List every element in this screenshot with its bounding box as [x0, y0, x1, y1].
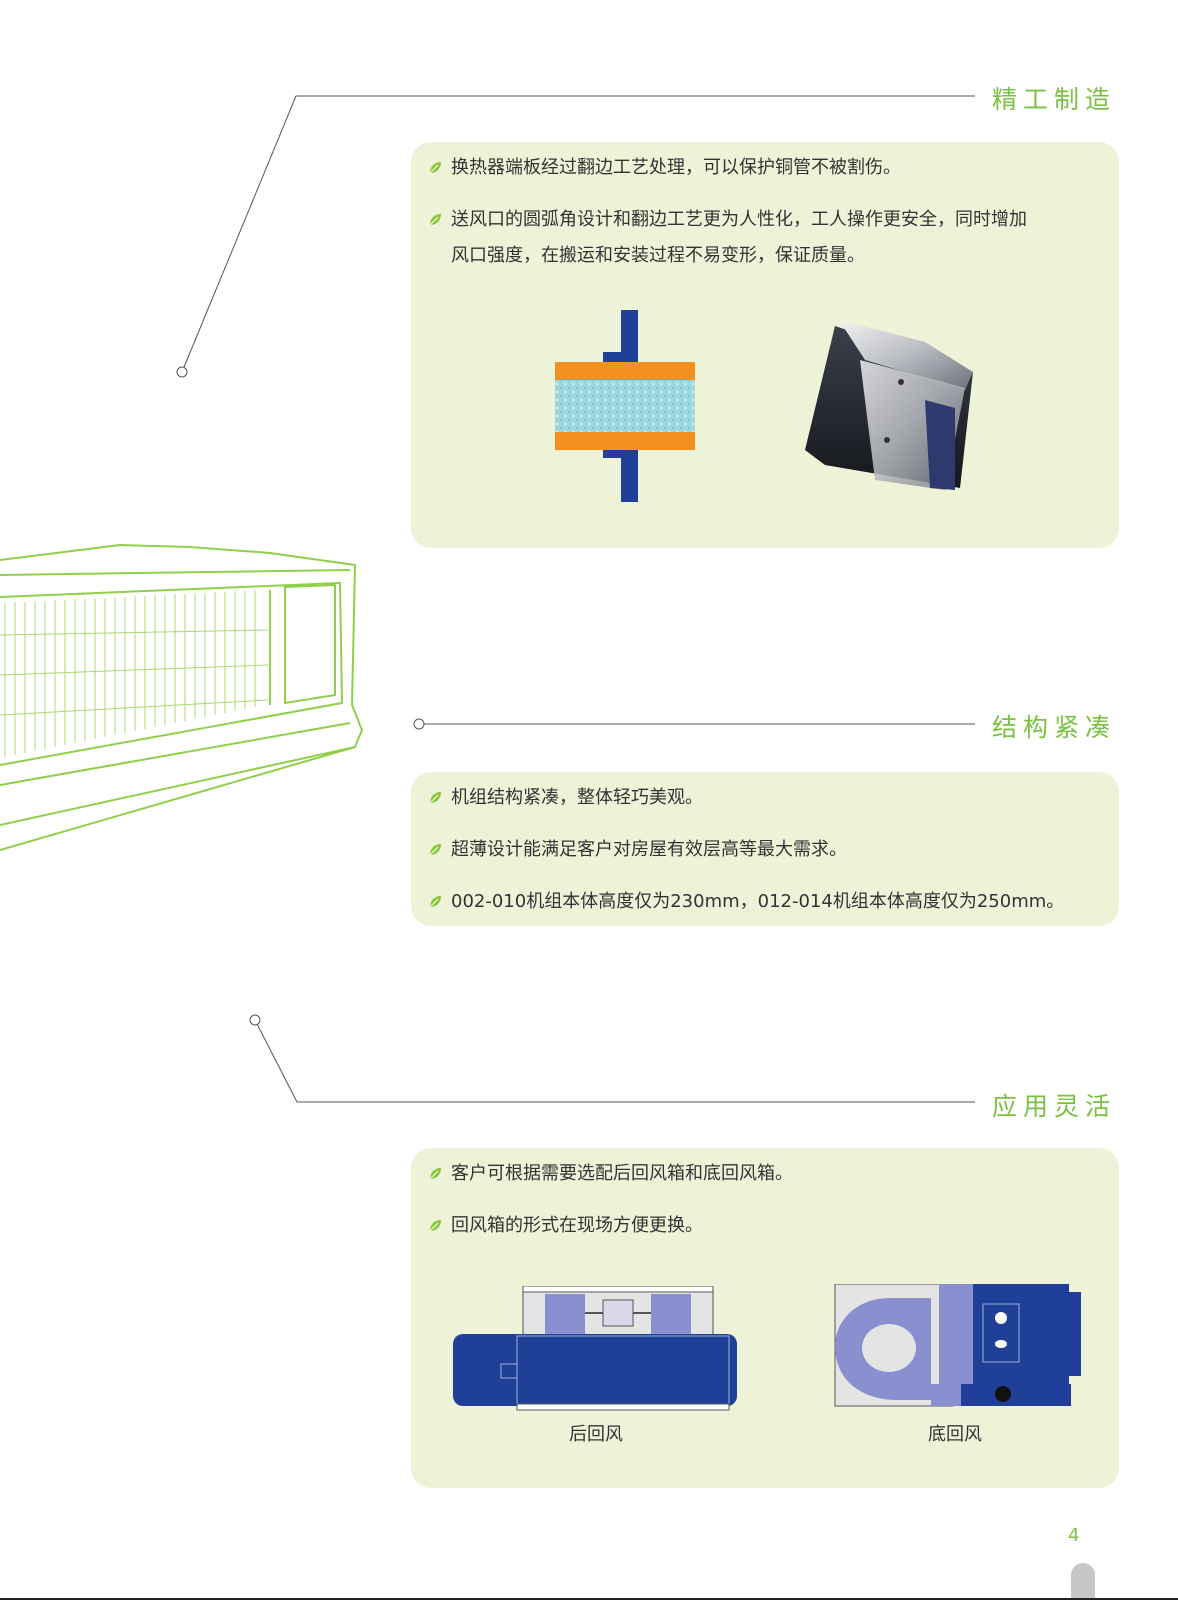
leaf-bullet-icon — [429, 792, 441, 804]
panel-craftsmanship: 换热器端板经过翻边工艺处理，可以保护铜管不被割伤。 送风口的圆弧角设计和翻边工艺… — [411, 142, 1119, 548]
caption-bottom-return-air: 底回风 — [928, 1424, 982, 1445]
page-tab-marker — [1071, 1563, 1095, 1600]
bullet-item: 机组结构紧凑，整体轻巧美观。 — [429, 780, 1099, 816]
bullet-text: 机组结构紧凑，整体轻巧美观。 — [451, 787, 703, 808]
bullet-text-continued: 风口强度，在搬运和安装过程不易变形，保证质量。 — [429, 238, 1099, 274]
bullet-text: 002-010机组本体高度仅为230mm，012-014机组本体高度仅为250m… — [451, 891, 1065, 912]
bullet-item: 回风箱的形式在现场方便更换。 — [429, 1208, 1099, 1244]
leaf-bullet-icon — [429, 214, 441, 226]
connector-line-3 — [254, 1019, 975, 1103]
fan-coil-unit-illustration — [0, 543, 364, 851]
connector-node-2 — [413, 718, 425, 730]
bullet-text: 换热器端板经过翻边工艺处理，可以保护铜管不被割伤。 — [451, 157, 901, 178]
leaf-bullet-icon — [429, 162, 441, 174]
bullet-text: 送风口的圆弧角设计和翻边工艺更为人性化，工人操作更安全，同时增加 — [451, 209, 1027, 230]
bullet-item: 超薄设计能满足客户对房屋有效层高等最大需求。 — [429, 832, 1099, 868]
bottom-return-air-diagram — [834, 1284, 1081, 1407]
bullet-text: 客户可根据需要选配后回风箱和底回风箱。 — [451, 1163, 793, 1184]
bullet-text: 超薄设计能满足客户对房屋有效层高等最大需求。 — [451, 839, 847, 860]
connector-node-1 — [176, 366, 188, 378]
bullet-item: 002-010机组本体高度仅为230mm，012-014机组本体高度仅为250m… — [429, 884, 1099, 920]
bullet-text: 回风箱的形式在现场方便更换。 — [451, 1215, 703, 1236]
bullet-text: 风口强度，在搬运和安装过程不易变形，保证质量。 — [451, 245, 865, 266]
flange-cross-section-diagram — [555, 310, 695, 502]
bullet-item: 送风口的圆弧角设计和翻边工艺更为人性化，工人操作更安全，同时增加 — [429, 202, 1099, 238]
leaf-bullet-icon — [429, 1220, 441, 1232]
connector-node-3 — [249, 1014, 261, 1026]
rounded-corner-photo — [805, 320, 973, 490]
caption-rear-return-air: 后回风 — [569, 1424, 623, 1445]
panel-flexible-application: 客户可根据需要选配后回风箱和底回风箱。 回风箱的形式在现场方便更换。 后回风 底… — [411, 1148, 1119, 1488]
section-title-flexible-application: 应用灵活 — [991, 1092, 1116, 1121]
section-title-craftsmanship: 精工制造 — [991, 85, 1116, 114]
bullet-item: 客户可根据需要选配后回风箱和底回风箱。 — [429, 1156, 1099, 1192]
leaf-bullet-icon — [429, 1168, 441, 1180]
bullet-item: 换热器端板经过翻边工艺处理，可以保护铜管不被割伤。 — [429, 150, 1099, 186]
section-title-compact-structure: 结构紧凑 — [991, 713, 1116, 742]
page-bottom-rule — [0, 1598, 1178, 1600]
rear-return-air-diagram — [453, 1286, 737, 1411]
connector-line-1 — [181, 95, 975, 373]
leaf-bullet-icon — [429, 844, 441, 856]
leaf-bullet-icon — [429, 896, 441, 908]
page-number: 4 — [1068, 1525, 1080, 1546]
panel-compact-structure: 机组结构紧凑，整体轻巧美观。 超薄设计能满足客户对房屋有效层高等最大需求。 00… — [411, 772, 1119, 926]
